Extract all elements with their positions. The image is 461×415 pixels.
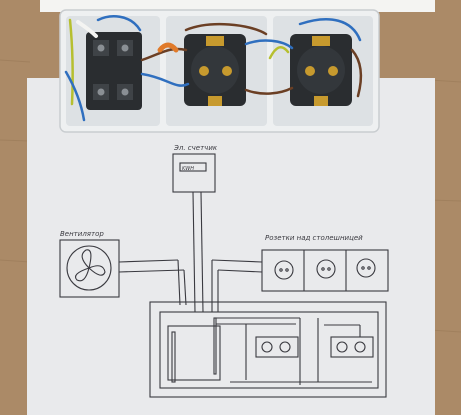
- upper-sockets-box: [261, 249, 389, 292]
- socket-module-right: [290, 34, 352, 106]
- lower-panel: [149, 301, 387, 398]
- switch-module: [86, 32, 142, 110]
- wood-grain: [0, 59, 461, 333]
- fan-label: Вентилятор: [60, 230, 104, 238]
- lower-sockets-left: [255, 336, 299, 358]
- sockets-label: Розетки над столешницей: [265, 234, 363, 242]
- meter-box-text: KWH: [182, 166, 194, 172]
- top-white-strip: [40, 0, 435, 12]
- fan-box: [59, 239, 120, 298]
- wiring: [64, 15, 363, 122]
- triple-socket-block: [59, 9, 380, 133]
- meter-box: [172, 153, 216, 193]
- pencil-schematic: [59, 153, 389, 398]
- breaker-box: [167, 325, 221, 381]
- lower-sockets-right: [330, 336, 374, 358]
- socket-module-middle: [184, 34, 246, 106]
- meter-label: Эл. счетчик: [173, 144, 218, 152]
